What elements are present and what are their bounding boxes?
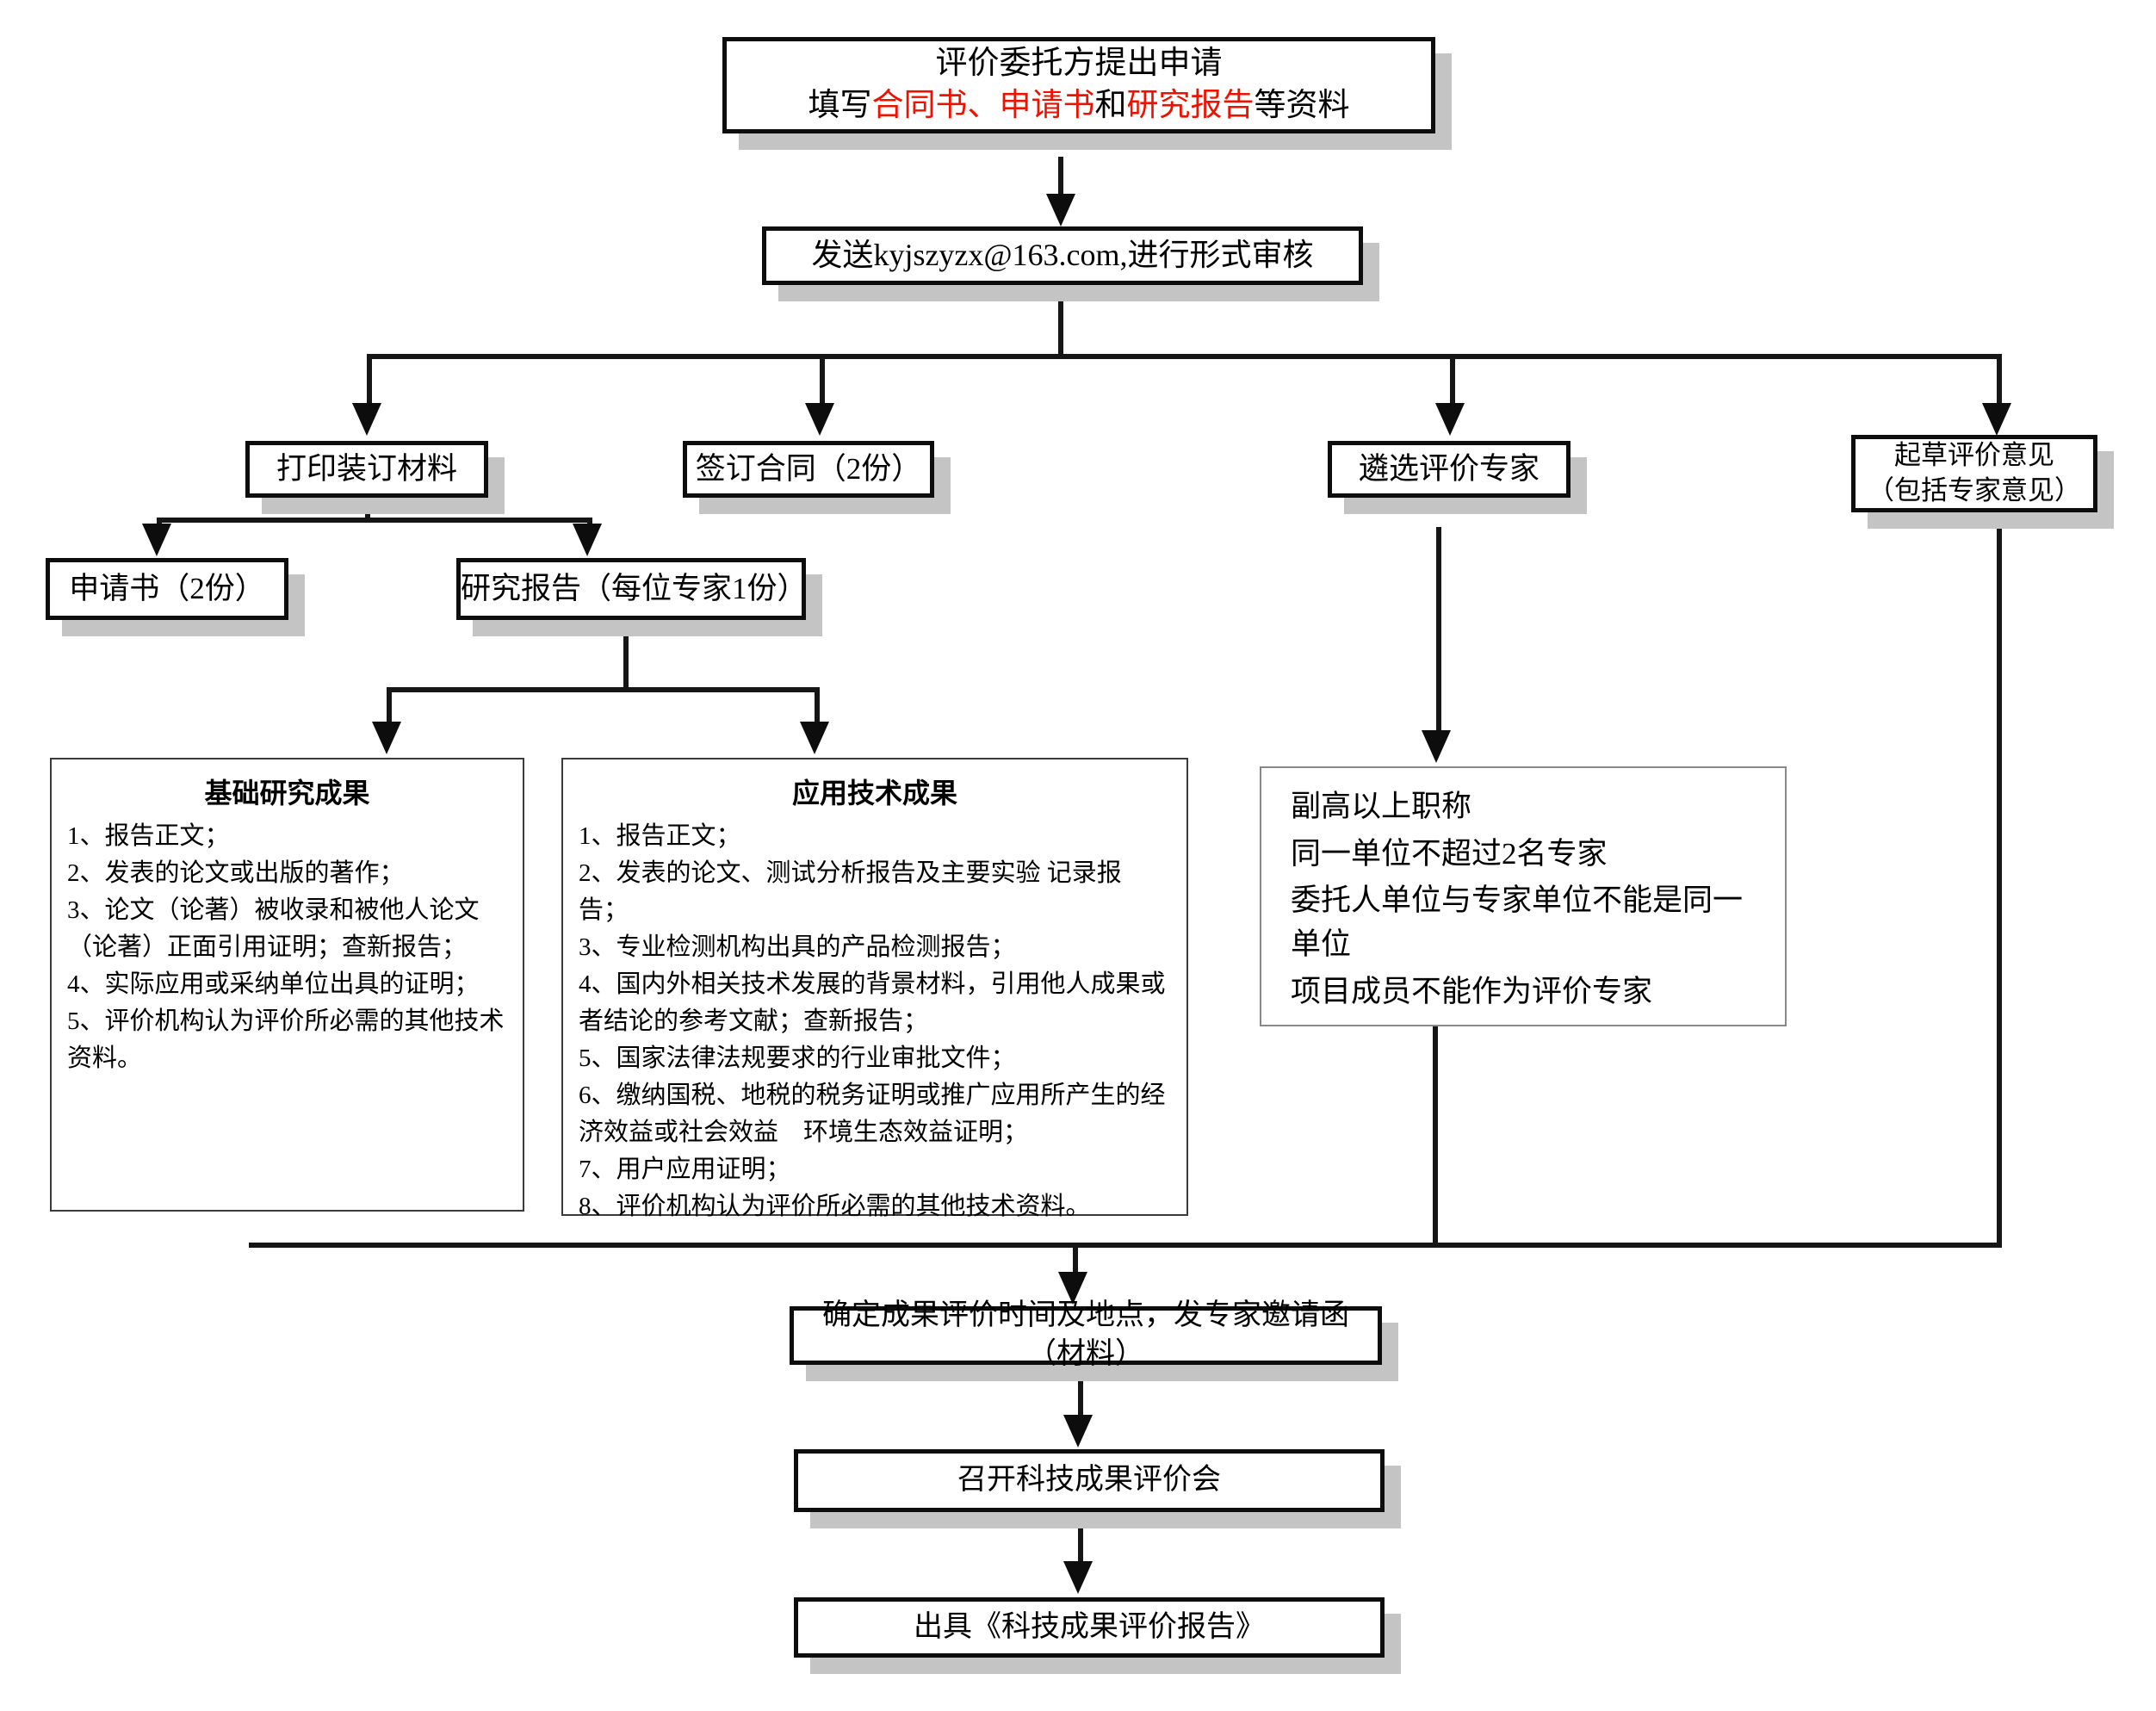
basic-results-title: 基础研究成果: [204, 778, 370, 809]
final-report-label: 出具《科技成果评价报告》: [914, 1610, 1265, 1643]
panel-expert-criteria: 副高以上职称同一单位不超过2名专家委托人单位与专家单位不能是同一单位项目成员不能…: [1260, 766, 1787, 1026]
connector-line: [367, 354, 372, 406]
connector-line: [1078, 1513, 1083, 1563]
flow-node-application-form: 申请书（2份）: [46, 558, 288, 620]
flow-node-draft-opinion: 起草评价意见 （包括专家意见）: [1851, 435, 2097, 512]
connector-line: [387, 687, 392, 725]
list-item: 同一单位不超过2名专家: [1291, 836, 1608, 871]
start-line2: 填写合同书、申请书和研究报告等资料: [808, 85, 1350, 127]
connector-line: [1073, 1248, 1078, 1274]
applied-results-title: 应用技术成果: [791, 778, 957, 809]
flow-node-select-experts: 遴选评价专家: [1328, 441, 1571, 498]
email-review-label: 发送kyjszyzx@163.com,进行形式审核: [811, 238, 1314, 273]
basic-results-list: 1、报告正文； 2、发表的论文或出版的著作； 3、论文（论著）被收录和被他人论文（论…: [67, 818, 507, 1077]
list-item: 2、发表的论文、测试分析报告及主要实验 记录报告；: [579, 859, 1122, 924]
research-report-label: 研究报告（每位专家1份）: [461, 571, 808, 605]
connector-line: [249, 1243, 2002, 1248]
list-item: 1、报告正文；: [67, 822, 230, 850]
arrow-head: [1422, 730, 1451, 763]
connector-line: [389, 687, 817, 692]
arrow-head: [352, 403, 381, 436]
arrow-head: [1058, 1272, 1087, 1305]
connector-line: [369, 354, 2002, 359]
connector-line: [587, 518, 592, 528]
connector-line: [1450, 354, 1455, 406]
list-item: 7、用户应用证明；: [579, 1156, 791, 1183]
connector-line: [1997, 354, 2002, 406]
list-item: 6、缴纳国税、地税的税务证明或推广应用所产生的经济效益或社会效益 环境生态效益证…: [579, 1082, 1166, 1146]
start-line2-seg1: 填写: [808, 88, 872, 123]
flow-node-start: 评价委托方提出申请 填写合同书、申请书和研究报告等资料: [722, 37, 1435, 133]
arrow-head: [800, 722, 829, 754]
arrow-head: [372, 722, 401, 754]
start-line2-seg2-highlight: 合同书、申请书: [871, 88, 1095, 123]
start-line2-seg5: 等资料: [1254, 88, 1350, 123]
list-item: 8、评价机构认为评价所必需的其他技术资料。: [579, 1193, 1091, 1220]
list-item: 4、实际应用或采纳单位出具的证明；: [67, 970, 480, 998]
start-line1: 评价委托方提出申请: [935, 46, 1223, 82]
schedule-invitation-label: 确定成果评价时间及地点，发专家邀请函（材料）: [822, 1299, 1349, 1370]
arrow-head: [1063, 1415, 1093, 1448]
list-item: 3、专业检测机构出具的产品检测报告；: [579, 933, 1016, 961]
flow-node-email-review: 发送kyjszyzx@163.com,进行形式审核: [762, 226, 1363, 285]
panel-basic-research-results: 基础研究成果 1、报告正文； 2、发表的论文或出版的著作； 3、论文（论著）被收录和…: [50, 758, 524, 1212]
list-item: 委托人单位与专家单位不能是同一单位: [1291, 883, 1744, 962]
connector-line: [820, 354, 825, 406]
start-line2-seg4-highlight: 研究报告: [1126, 88, 1255, 123]
connector-line: [157, 518, 162, 528]
list-item: 5、评价机构认为评价所必需的其他技术资料。: [67, 1007, 505, 1072]
start-line2-seg3: 和: [1094, 88, 1127, 123]
connector-line: [815, 687, 820, 725]
list-item: 2、发表的论文或出版的著作；: [67, 859, 405, 887]
flow-node-evaluation-meeting: 召开科技成果评价会: [794, 1449, 1385, 1512]
connector-line: [365, 498, 370, 522]
sign-contract-label: 签订合同（2份）: [695, 451, 922, 486]
list-item: 4、国内外相关技术发展的背景材料，引用他人成果或者结论的参考文献；查新报告；: [579, 970, 1166, 1035]
connector-line: [1058, 157, 1063, 198]
print-materials-label: 打印装订材料: [276, 451, 457, 486]
flow-node-print-materials: 打印装订材料: [245, 441, 488, 498]
arrow-head: [1435, 403, 1465, 436]
arrow-head: [1982, 403, 2011, 436]
connector-line: [1058, 289, 1063, 358]
flow-node-research-report: 研究报告（每位专家1份）: [456, 558, 808, 620]
select-experts-label: 遴选评价专家: [1358, 451, 1540, 486]
arrow-head: [1063, 1561, 1093, 1594]
draft-opinion-line1: 起草评价意见: [1894, 440, 2054, 471]
list-item: 3、论文（论著）被收录和被他人论文（论著）正面引用证明；查新报告；: [67, 896, 480, 961]
connector-line: [1436, 527, 1441, 732]
panel-applied-tech-results: 应用技术成果 1、报告正文； 2、发表的论文、测试分析报告及主要实验 记录报告； 3…: [561, 758, 1188, 1220]
arrow-head: [805, 403, 834, 436]
list-item: 项目成员不能作为评价专家: [1291, 975, 1653, 1009]
list-item: 1、报告正文；: [579, 822, 741, 850]
list-item: 5、国家法律法规要求的行业审批文件；: [579, 1045, 1016, 1072]
list-item: 副高以上职称: [1291, 789, 1472, 823]
draft-opinion-line2: （包括专家意见）: [1868, 475, 2081, 505]
application-form-label: 申请书（2份）: [69, 571, 265, 605]
connector-line: [159, 518, 590, 523]
arrow-head: [573, 524, 602, 556]
flow-node-schedule-invitation: 确定成果评价时间及地点，发专家邀请函（材料）: [790, 1299, 1382, 1370]
applied-results-list: 1、报告正文； 2、发表的论文、测试分析报告及主要实验 记录报告； 3、专业检测机构…: [579, 818, 1171, 1225]
evaluation-meeting-label: 召开科技成果评价会: [957, 1464, 1221, 1497]
flow-node-sign-contract: 签订合同（2份）: [683, 441, 934, 498]
connector-line: [1997, 518, 2002, 1248]
arrow-head: [1046, 194, 1075, 226]
connector-line: [623, 622, 629, 692]
flow-node-final-report: 出具《科技成果评价报告》: [794, 1597, 1385, 1658]
arrow-head: [142, 524, 171, 556]
connector-line: [1078, 1367, 1083, 1417]
connector-line: [1433, 1026, 1438, 1248]
